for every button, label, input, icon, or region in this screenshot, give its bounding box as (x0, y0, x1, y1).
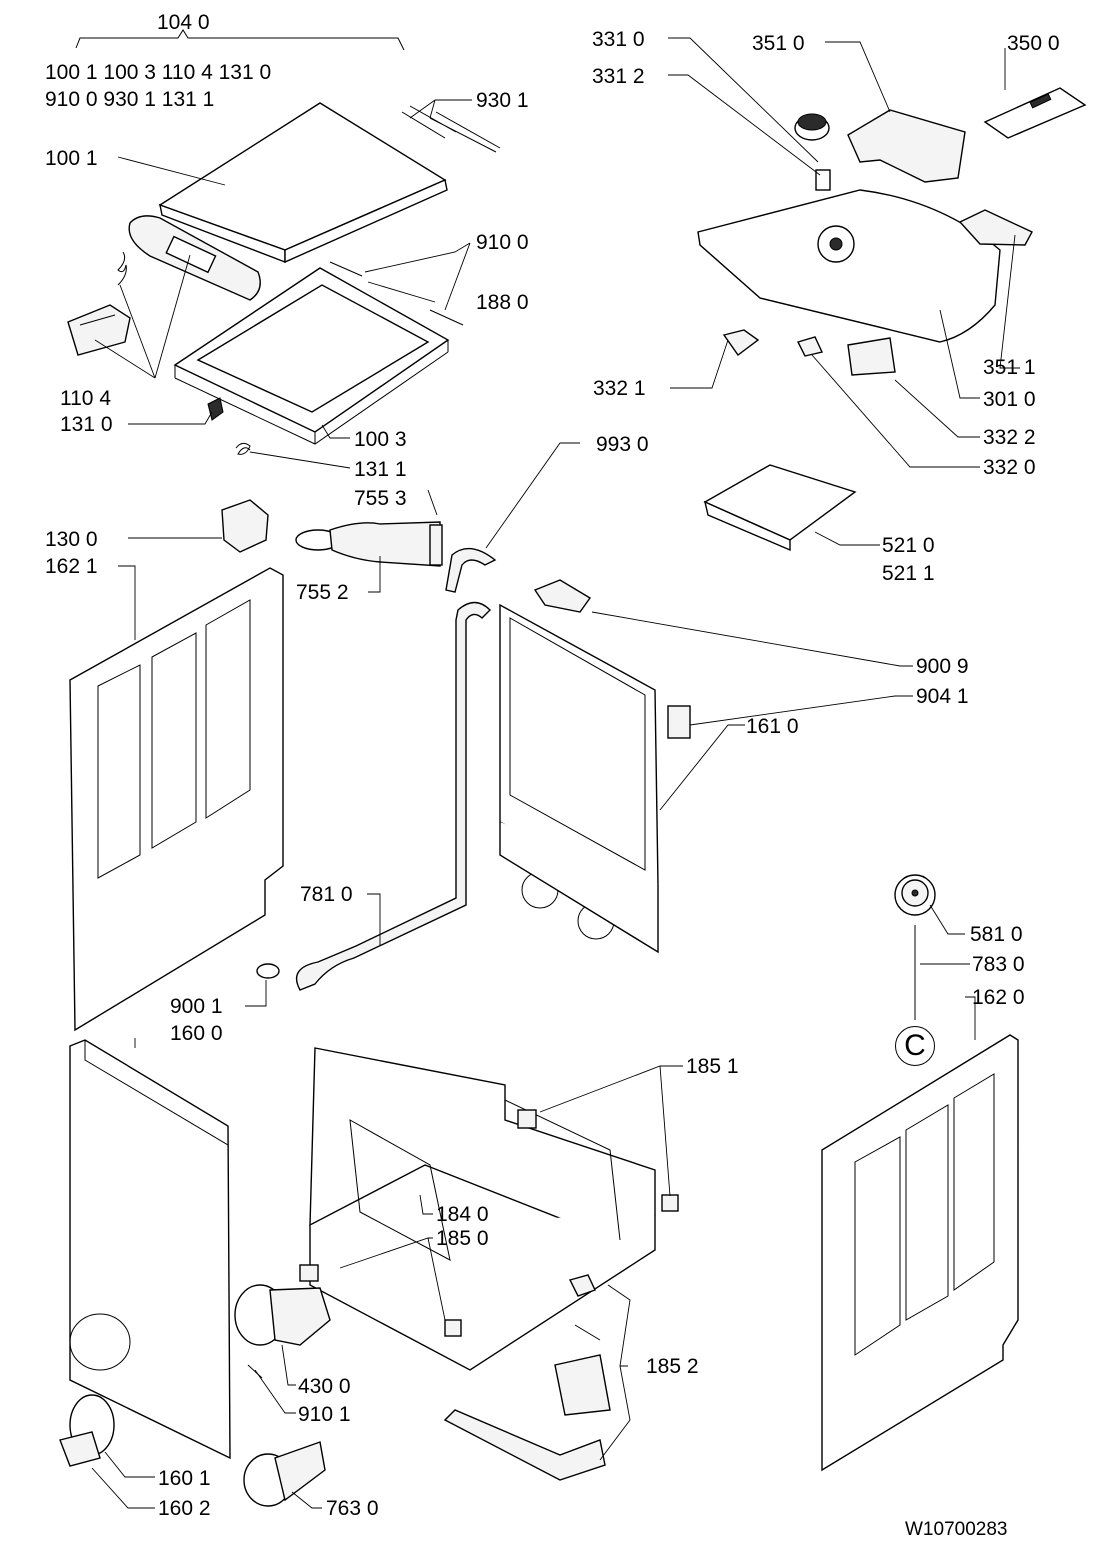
label-332-0: 332 0 (983, 456, 1036, 479)
label-130-0: 130 0 (45, 528, 98, 551)
lid-frame (173, 267, 450, 445)
label-904-1: 904 1 (916, 685, 969, 708)
label-930-1: 930 1 (476, 89, 529, 112)
label-100-3: 100 3 (354, 428, 407, 451)
label-581-0: 581 0 (970, 923, 1023, 946)
label-301-0: 301 0 (983, 388, 1036, 411)
label-332-2: 332 2 (983, 426, 1036, 449)
label-162-1: 162 1 (45, 555, 98, 578)
label-185-0: 185 0 (436, 1227, 489, 1250)
screws-910-0 (329, 261, 464, 326)
connection-mark-c: C (895, 1026, 935, 1066)
pulley-581-0 (894, 874, 936, 916)
front-panel (69, 1039, 231, 1460)
latch-131-0 (207, 397, 224, 421)
label-755-2: 755 2 (296, 581, 349, 604)
label-160-1: 160 1 (158, 1467, 211, 1490)
hose-755-2 (295, 521, 441, 567)
label-162-0: 162 0 (972, 986, 1025, 1009)
clamp-900-1 (256, 963, 280, 979)
label-781-0: 781 0 (300, 883, 353, 906)
screw-910-1 (247, 1364, 263, 1379)
clip-332-2 (847, 337, 896, 376)
lid-handle (128, 215, 261, 301)
label-910-0: 910 0 (476, 231, 529, 254)
hose-993-0 (445, 547, 497, 593)
label-110-4: 110 4 (60, 387, 111, 410)
label-131-1: 131 1 (354, 458, 407, 481)
label-350-0: 350 0 (1007, 32, 1060, 55)
label-group-row1: 100 1 100 3 110 4 131 0 (45, 61, 272, 84)
label-188-0: 188 0 (476, 291, 529, 314)
label-910-1: 910 1 (298, 1403, 351, 1426)
label-184-0: 184 0 (436, 1203, 489, 1226)
connector-351-1 (958, 209, 1033, 246)
rear-panel (499, 603, 659, 954)
label-351-1: 351 1 (983, 356, 1036, 379)
bracket-900-9 (533, 579, 592, 613)
spring-131-1 (235, 442, 251, 455)
label-332-1: 332 1 (593, 377, 646, 400)
console-bracket (847, 109, 966, 183)
connector-904-1 (667, 705, 691, 739)
label-160-0: 160 0 (170, 1022, 223, 1045)
console-panel (697, 189, 1001, 343)
label-331-0: 331 0 (592, 28, 645, 51)
label-group-row2: 910 0 930 1 131 1 (45, 88, 215, 111)
label-430-0: 430 0 (298, 1375, 351, 1398)
label-104-0: 104 0 (157, 11, 210, 34)
label-755-3: 755 3 (354, 487, 407, 510)
spring-top (117, 251, 127, 286)
label-900-1: 900 1 (170, 995, 223, 1018)
label-161-0: 161 0 (746, 715, 799, 738)
label-185-2: 185 2 (646, 1355, 699, 1378)
label-521-1: 521 1 (882, 562, 935, 585)
control-knob (794, 113, 831, 191)
hinge-part (67, 304, 131, 356)
label-783-0: 783 0 (972, 953, 1025, 976)
label-763-0: 763 0 (326, 1497, 379, 1520)
diagram-id: W10700283 (905, 1519, 1008, 1540)
side-panel-right (821, 1034, 1019, 1472)
label-900-9: 900 9 (916, 655, 969, 678)
label-160-2: 160 2 (158, 1497, 211, 1520)
label-331-2: 331 2 (592, 65, 645, 88)
drain-hose-781-0 (295, 601, 491, 991)
pressure-switch-130-0 (221, 499, 269, 553)
clip-332-0 (796, 336, 823, 357)
clip-755-3 (429, 524, 443, 566)
feet-185 (299, 1109, 679, 1337)
label-993-0: 993 0 (596, 433, 649, 456)
label-351-0: 351 0 (752, 32, 805, 55)
clip-930-1 (401, 105, 501, 153)
filter-763-0 (243, 1441, 326, 1507)
electronic-board (983, 87, 1087, 139)
group-brace (75, 29, 405, 51)
side-panel-left (69, 567, 284, 1032)
label-521-0: 521 0 (882, 534, 935, 557)
lever-assembly (443, 1274, 611, 1481)
leader-lines (91, 37, 1020, 1509)
label-185-1: 185 1 (686, 1055, 739, 1078)
label-100-1: 100 1 (45, 147, 98, 170)
drain-pump (234, 1284, 331, 1346)
label-131-0: 131 0 (60, 413, 113, 436)
clip-332-1 (722, 329, 760, 356)
top-lid (158, 102, 448, 264)
door-cover (59, 1394, 115, 1467)
dispenser-drawer (703, 464, 857, 552)
